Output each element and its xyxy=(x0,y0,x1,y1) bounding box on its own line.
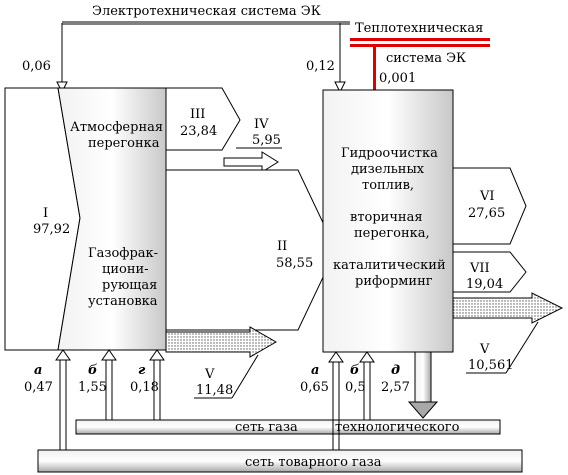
stream-II-arrow xyxy=(165,169,337,331)
right-input-a-value: 0,65 xyxy=(300,380,329,395)
right-unit-label-2: топлив, xyxy=(362,178,414,193)
stream-III-value: 23,84 xyxy=(180,124,217,139)
stream-VI-roman: VI xyxy=(479,189,495,204)
left-input-g-letter: г xyxy=(138,363,146,378)
left-input-a-value: 0,47 xyxy=(24,380,53,395)
left-input-b-value: 1,55 xyxy=(78,380,107,395)
commodity-gas-label: сеть товарного газа xyxy=(245,455,382,470)
right-output-d-arrow xyxy=(407,401,439,419)
stream-V-left-leader xyxy=(231,354,259,399)
stream-VII-arrow xyxy=(452,251,527,293)
tech-gas-label-left: сеть газа xyxy=(235,420,298,435)
left-unit-bottom-label-1: циони- xyxy=(102,262,149,277)
tech-gas-label-right: технологического xyxy=(335,420,460,435)
stream-V-left-value: 11,48 xyxy=(196,383,233,398)
stream-VII-roman: VII xyxy=(469,261,490,276)
right-input-a-letter: а xyxy=(311,363,319,378)
right-unit-label-0: Гидроочистка xyxy=(341,146,438,161)
right-input-b-arrow xyxy=(359,351,375,363)
stream-VI-arrow xyxy=(452,167,527,245)
electro-arrow-right xyxy=(334,81,346,94)
right-unit-label-4: вторичная xyxy=(350,210,423,225)
right-unit-label-8: риформинг xyxy=(355,274,433,289)
stream-IV-arrow xyxy=(223,151,279,173)
thermo-bus-line xyxy=(350,38,490,41)
right-input-b-value: 0,5 xyxy=(345,380,366,395)
commodity-gas-pipe xyxy=(37,449,523,473)
right-input-a-arrow xyxy=(328,351,344,363)
thermo-value: 0,001 xyxy=(379,71,416,86)
right-unit-label-7: каталитический xyxy=(333,258,446,273)
stream-V-right-arrow xyxy=(452,292,564,324)
left-input-g-arrow xyxy=(149,349,165,361)
right-output-d-letter: д xyxy=(391,363,400,378)
left-unit-bottom-label-3: установка xyxy=(88,294,158,309)
right-unit-label-1: дизельных xyxy=(351,162,425,177)
left-input-b-arrow xyxy=(101,349,117,361)
thermo-feed-line xyxy=(373,44,376,90)
electro-arrow-left xyxy=(56,81,68,94)
left-unit-top-label-2: перегонка xyxy=(88,136,160,151)
left-input-b-letter: б xyxy=(88,363,98,378)
stream-V-right-roman: V xyxy=(479,342,490,357)
right-unit-label-5: перегонка, xyxy=(354,226,430,241)
right-output-d-value: 2,57 xyxy=(381,380,410,395)
stream-II-roman: II xyxy=(277,239,287,254)
electro-system-label: Электротехническая система ЭК xyxy=(92,4,321,19)
thermo-bus-line-2 xyxy=(350,44,490,47)
stream-III-arrow xyxy=(165,87,241,151)
stream-V-right-value: 10,561 xyxy=(468,358,514,373)
thermo-system-label-1: Теплотехническая xyxy=(355,21,483,36)
stream-I-roman: I xyxy=(43,206,48,221)
stream-VII-value: 19,04 xyxy=(466,277,503,292)
left-unit-top-label-1: Атмосферная xyxy=(70,120,163,135)
stream-I-value: 97,92 xyxy=(33,222,70,237)
stream-III-roman: III xyxy=(190,107,205,122)
right-unit-box xyxy=(322,89,454,353)
stream-IV-roman: IV xyxy=(254,117,269,132)
thermo-system-label-2: система ЭК xyxy=(386,51,466,66)
right-output-d-pipe xyxy=(414,351,432,403)
left-unit-box xyxy=(57,87,167,351)
right-input-b-letter: б xyxy=(350,363,360,378)
left-unit-bottom-label-2: рующая xyxy=(102,278,157,293)
left-unit-bottom-label-0: Газофрак- xyxy=(88,246,158,261)
stream-IV-value: 5,95 xyxy=(252,133,281,148)
left-input-g-value: 0,18 xyxy=(130,380,159,395)
stream-VI-value: 27,65 xyxy=(468,206,505,221)
left-input-a-letter: а xyxy=(34,363,42,378)
left-input-a-arrow xyxy=(55,349,71,361)
stream-V-right-leader xyxy=(505,321,539,374)
stream-V-left-arrow xyxy=(165,326,278,358)
electro-value-right: 0,12 xyxy=(306,59,335,74)
tech-gas-pipe xyxy=(75,419,501,435)
stream-II-value: 58,55 xyxy=(276,256,313,271)
stream-V-left-roman: V xyxy=(204,367,215,382)
electro-value-left: 0,06 xyxy=(22,59,51,74)
